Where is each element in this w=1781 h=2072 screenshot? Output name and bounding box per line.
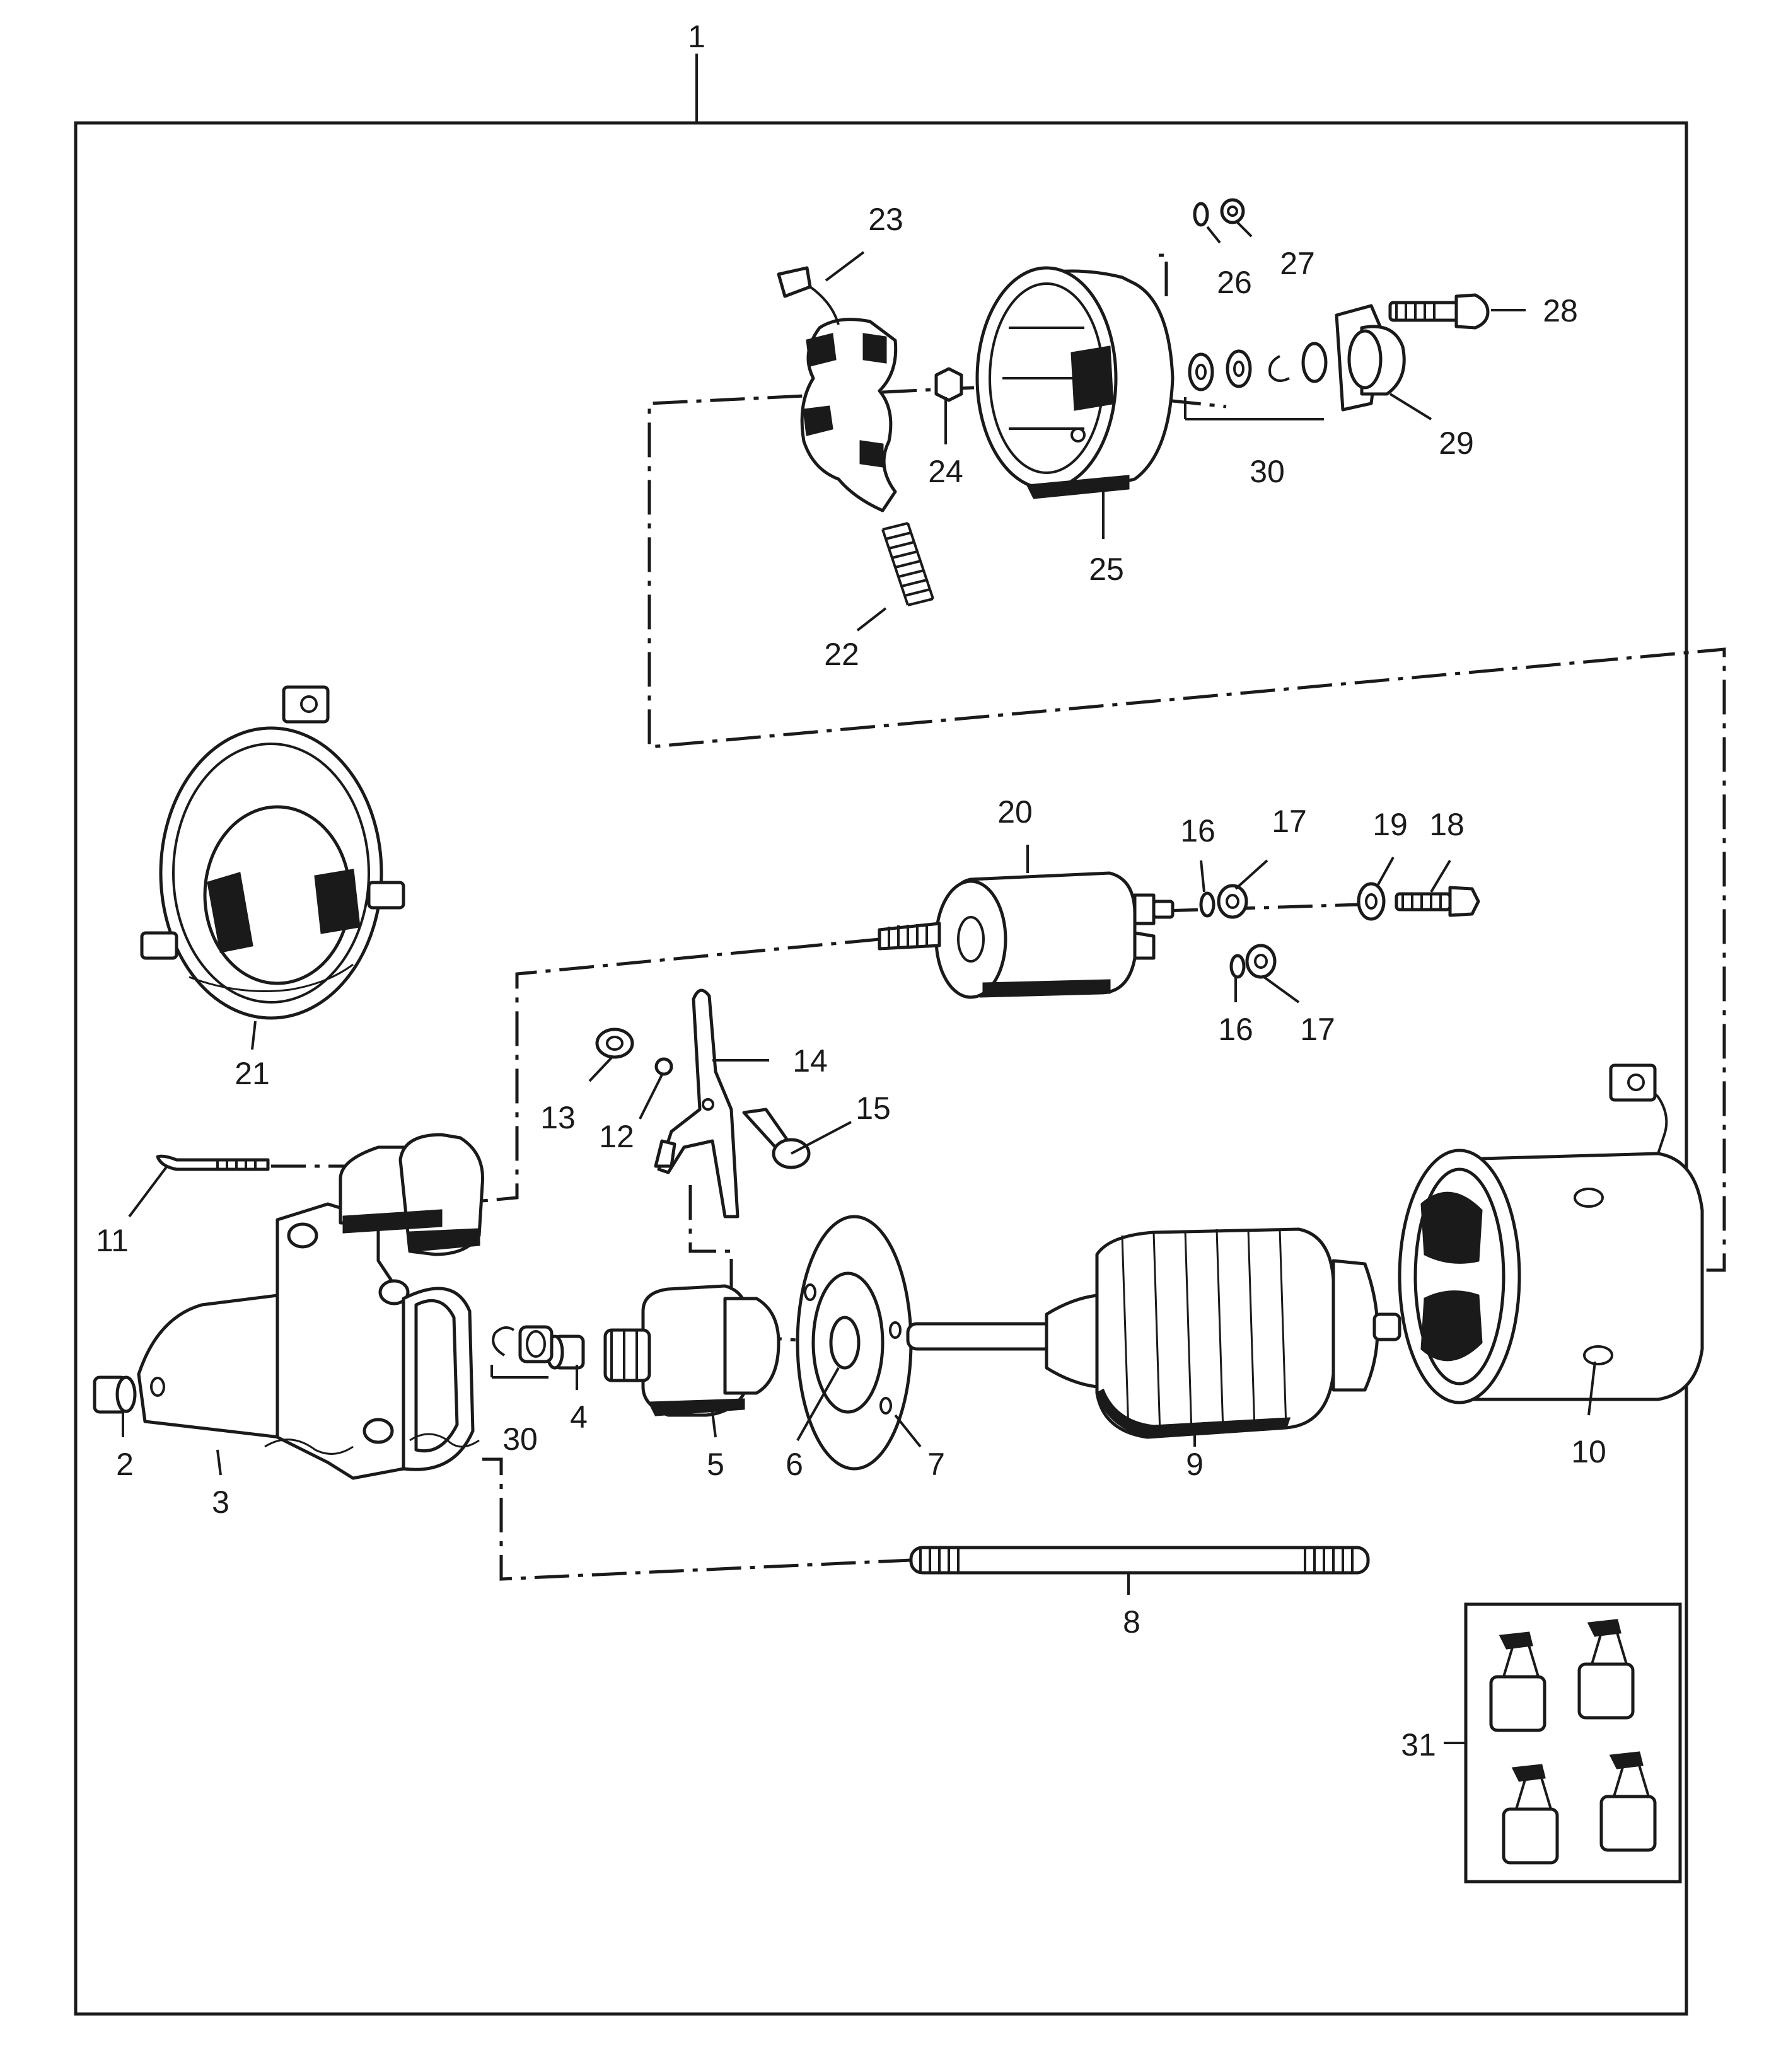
part-25-commutator-end-cover xyxy=(975,266,1175,499)
callout-7: 7 xyxy=(927,1447,945,1482)
callout-31: 31 xyxy=(1401,1727,1436,1762)
callout-24: 24 xyxy=(928,454,963,489)
part-3-drive-end-housing xyxy=(137,1133,485,1480)
callout-8: 8 xyxy=(1123,1604,1140,1640)
part-31-brush-set xyxy=(1464,1602,1682,1884)
callout-9: 9 xyxy=(1186,1447,1204,1482)
part-10-yoke xyxy=(1398,1063,1704,1404)
callout-13: 13 xyxy=(540,1100,576,1135)
callout-23: 23 xyxy=(868,202,903,237)
callout-11: 11 xyxy=(96,1223,129,1258)
callout-16-lower: 16 xyxy=(1218,1012,1253,1047)
callout-27: 27 xyxy=(1280,246,1315,281)
callout-1: 1 xyxy=(688,19,705,54)
callout-19: 19 xyxy=(1372,807,1408,842)
part-15-pivot-pin xyxy=(742,1108,811,1169)
callout-30-lower: 30 xyxy=(502,1421,538,1457)
callout-15: 15 xyxy=(856,1091,891,1126)
leader-lines xyxy=(122,219,1596,1744)
part-29-end-cap xyxy=(1335,304,1406,412)
part-16-washer-upper xyxy=(1199,891,1215,918)
callout-16-upper: 16 xyxy=(1180,813,1215,848)
callout-21: 21 xyxy=(235,1056,270,1091)
part-14-engagement-lever xyxy=(654,988,740,1218)
part-26-washer xyxy=(1193,202,1209,227)
callout-25: 25 xyxy=(1089,552,1124,587)
callout-20: 20 xyxy=(997,794,1033,830)
part-18-bolt xyxy=(1395,886,1480,917)
part-30-shims xyxy=(1184,342,1328,420)
callout-29: 29 xyxy=(1439,425,1474,461)
callout-30-upper: 30 xyxy=(1250,454,1285,489)
part-2-bushing xyxy=(93,1375,137,1414)
callout-28: 28 xyxy=(1543,293,1578,328)
callout-3: 3 xyxy=(212,1485,229,1520)
part-13-nut xyxy=(595,1027,634,1059)
part-24-bushing xyxy=(934,367,963,402)
callout-18: 18 xyxy=(1429,807,1465,842)
part-23-brush-plate xyxy=(777,266,898,512)
callout-6: 6 xyxy=(786,1447,803,1482)
part-17-nut-upper xyxy=(1217,884,1248,919)
callout-17-upper: 17 xyxy=(1272,804,1307,839)
part-16-washer-lower xyxy=(1229,954,1246,979)
callout-labels: 1 2 3 4 5 6 7 8 9 10 11 12 13 14 15 16 1… xyxy=(96,19,1606,1762)
assembly-frame xyxy=(74,121,1688,2016)
callout-4: 4 xyxy=(570,1399,588,1435)
part-21-brush-holder-assembly xyxy=(140,685,405,1020)
callout-14: 14 xyxy=(792,1043,828,1079)
callout-17-lower: 17 xyxy=(1300,1012,1335,1047)
part-8-through-bolt xyxy=(909,1546,1370,1575)
part-27-nut xyxy=(1220,198,1245,224)
part-22-brush-spring xyxy=(881,522,934,606)
part-28-screw xyxy=(1388,293,1490,330)
part-9-armature xyxy=(906,1227,1401,1439)
callout-26: 26 xyxy=(1217,265,1252,300)
part-5-pinion-drive xyxy=(603,1284,780,1417)
callout-5: 5 xyxy=(707,1447,724,1482)
callout-2: 2 xyxy=(116,1447,134,1482)
part-12-spring-clip xyxy=(654,1057,673,1076)
callout-12: 12 xyxy=(599,1119,634,1154)
part-11-screw xyxy=(156,1154,270,1171)
part-20-solenoid xyxy=(878,871,1175,999)
callout-22: 22 xyxy=(824,637,859,672)
callout-10: 10 xyxy=(1571,1434,1606,1469)
part-30-clip-collar xyxy=(490,1325,554,1379)
part-7-intermediate-plate xyxy=(796,1215,913,1471)
part-17-nut-lower xyxy=(1245,944,1277,979)
part-19-washer xyxy=(1357,882,1386,921)
